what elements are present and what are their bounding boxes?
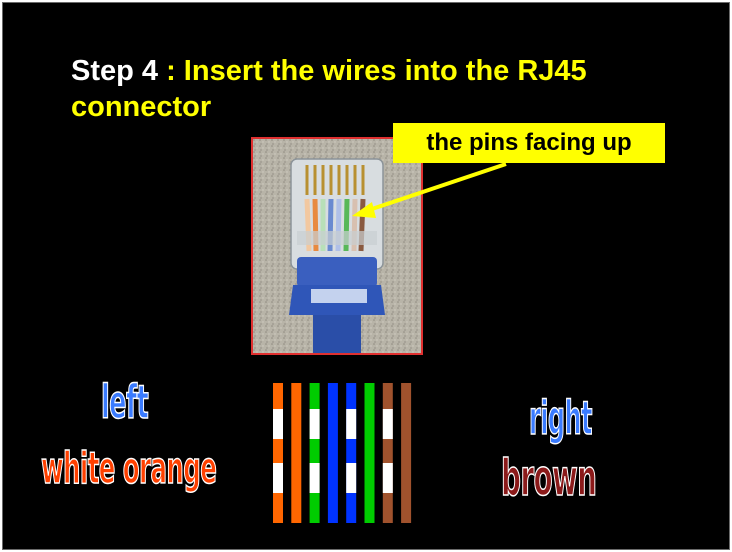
wire-pin-6 xyxy=(364,383,375,523)
right-label: right xyxy=(529,390,593,446)
wire-pin-8 xyxy=(401,383,412,523)
wire-pin-3 xyxy=(309,383,320,523)
slide-title: Step 4 : Insert the wires into the RJ45 … xyxy=(71,53,729,125)
wire-pin-1 xyxy=(273,383,283,523)
left-wire-name: white orange xyxy=(41,442,218,495)
wire-pin-2 xyxy=(291,383,302,523)
wire-pin-7 xyxy=(382,383,393,523)
step-label: Step 4 xyxy=(71,55,159,87)
left-label: left xyxy=(101,374,150,430)
rj45-connector-photo xyxy=(251,137,423,355)
rj45-connector-illustration xyxy=(253,139,421,353)
wire-pin-4 xyxy=(327,383,338,523)
right-wire-name: brown xyxy=(501,448,598,508)
step-instruction: : Insert the wires into the RJ45 connect… xyxy=(71,55,587,123)
wire-order-diagram xyxy=(273,383,412,523)
wire-pin-5 xyxy=(346,383,357,523)
pins-callout: the pins facing up xyxy=(393,123,665,163)
